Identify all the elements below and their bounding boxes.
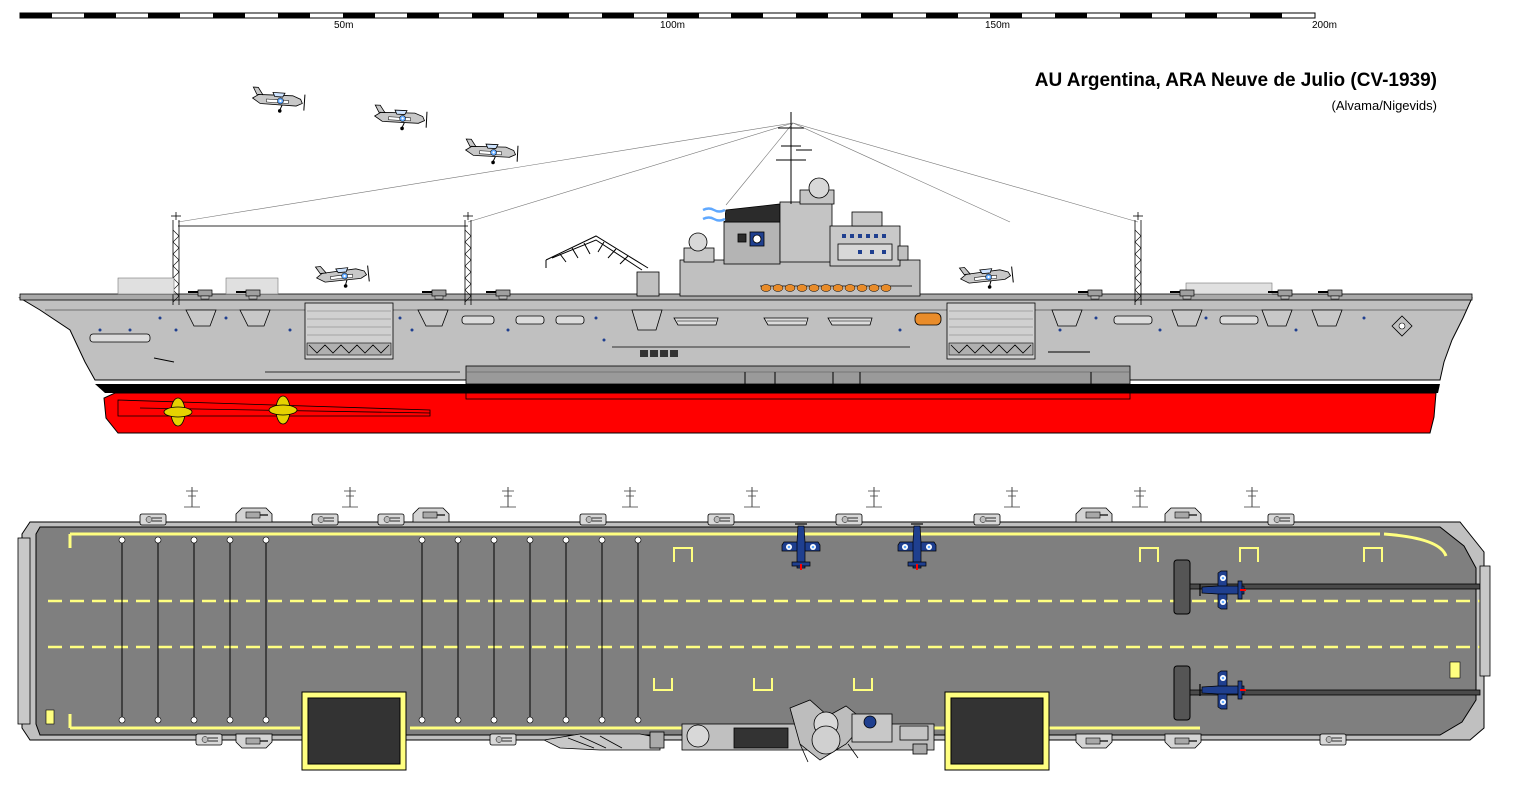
island-plan [542,699,935,763]
side-sponsons [185,309,1343,331]
elevators-top [301,691,1050,771]
scale-label-200m: 200m [1312,20,1338,31]
roundel-icon [1391,315,1413,337]
main-mast [776,112,812,204]
crane [545,235,649,271]
island [679,177,921,297]
scale-label-50m: 50m [334,20,354,31]
aircraft-icon [251,86,519,166]
hull-ports [640,350,678,357]
antifouling [103,392,1437,434]
flight-deck [35,526,1477,736]
side-profile [18,112,1473,434]
top-view [17,486,1491,771]
argentine-flag-icon [702,207,726,222]
deck-brackets [653,547,1383,691]
scale-bar [19,12,1316,19]
propeller-icon [163,395,298,427]
scale-label-100m: 100m [660,20,686,31]
island-lifebelts [760,284,892,292]
bow-stern-details [17,537,1491,725]
portholes [98,316,1366,342]
island-windows [842,234,886,254]
arrestor-wires [121,540,639,722]
boot-topping [95,384,1440,393]
drawing-credit: (Alvama/Nigevids) [1331,98,1437,113]
rigging [177,122,1139,227]
deck-fences [117,277,1273,295]
wire-sheaves [118,536,642,724]
drawing-title: AU Argentina, ARA Neuve de Julio (CV-193… [1034,70,1437,91]
catapults [1173,559,1481,721]
deck-dashes [48,599,1482,649]
scale-label-150m: 150m [985,20,1011,31]
